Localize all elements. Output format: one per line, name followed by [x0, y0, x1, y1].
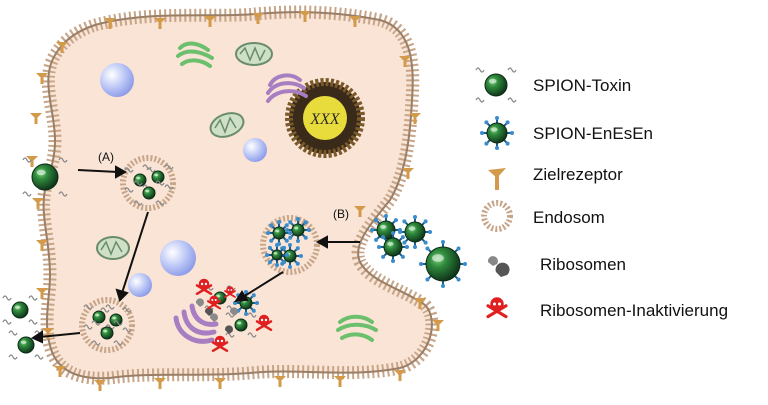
receptor [402, 168, 414, 179]
receptor [26, 156, 38, 167]
spion-toxin [22, 157, 68, 197]
ribosomes [195, 298, 238, 334]
legend-label-receptor: Zielrezeptor [533, 165, 623, 184]
step-b-label: (B) [333, 207, 349, 221]
spion-enesen [265, 243, 289, 267]
mitochondrion-2 [209, 112, 245, 138]
vesicle-4 [128, 273, 152, 297]
receptor [394, 370, 406, 381]
receptors [26, 11, 444, 391]
receptor [349, 16, 361, 27]
particles [2, 157, 467, 360]
receptor [252, 13, 264, 24]
golgi-top [266, 73, 308, 103]
receptor [409, 113, 421, 124]
spion-toxin [2, 295, 38, 325]
receptor [94, 380, 106, 391]
spion-toxin [83, 304, 115, 330]
legend-label-inactivation: Ribosomen-Inaktivierung [540, 301, 729, 320]
skull [486, 297, 508, 319]
ribosome [209, 313, 218, 322]
receptor [354, 206, 366, 217]
receptor [42, 328, 54, 339]
spion-enesen [370, 214, 402, 246]
spion-enesen [266, 220, 292, 246]
spion-toxin [225, 312, 257, 338]
er-bottom [336, 314, 378, 342]
receptor [399, 56, 411, 67]
legend-label-ribosome: Ribosomen [540, 255, 626, 274]
receptor [30, 113, 42, 124]
spion-toxin [100, 307, 132, 333]
spion-enesen [377, 231, 409, 263]
ribosome [229, 307, 238, 316]
receptor [36, 240, 48, 251]
skull-icon [486, 297, 508, 319]
spion-enesen [480, 116, 514, 150]
arrow-a-entry [77, 169, 119, 173]
arrow-b-down [242, 271, 284, 298]
legend-icons [475, 67, 517, 319]
legend-label-spion-toxin: SPION-Toxin [533, 76, 632, 95]
step-a-label: (A) [98, 150, 114, 164]
receptor [154, 378, 166, 389]
receptor [274, 376, 286, 387]
receptor [36, 73, 48, 84]
vesicle-3 [160, 240, 196, 276]
receptor [36, 288, 48, 299]
skull [255, 314, 273, 332]
endosome-icon [481, 200, 513, 232]
receptor [204, 16, 216, 27]
mitochondrion-3 [96, 236, 130, 260]
ribosome [204, 307, 213, 316]
spion-enesen [398, 215, 432, 249]
receptor [154, 18, 166, 29]
skulls [195, 278, 273, 353]
spion-toxin [91, 320, 123, 346]
receptor [104, 18, 116, 29]
receptor [432, 320, 444, 331]
mitochondrion-1 [235, 42, 273, 66]
endosome-a [120, 155, 176, 211]
legend-label-spion-enesen: SPION-EnEsEn [533, 124, 653, 143]
arrows [30, 165, 360, 344]
ribosome [195, 298, 204, 307]
er-top [176, 41, 214, 68]
receptor [414, 298, 426, 309]
skull [224, 286, 236, 298]
spion-enesen [419, 240, 467, 288]
legend-label-endosome: Endosom [533, 208, 605, 227]
spion-enesen [285, 217, 311, 243]
arrow-exit [39, 332, 81, 338]
receptor [56, 42, 68, 53]
vesicle-2 [243, 138, 267, 162]
receptor [334, 376, 346, 387]
spion-enesen-icon [480, 116, 514, 150]
receptor-icon [488, 168, 506, 190]
skull [195, 278, 213, 296]
spion-toxin [475, 67, 517, 103]
receptor [32, 198, 44, 209]
nucleus: XXX [285, 78, 365, 158]
spion-toxin [133, 180, 165, 206]
skull [206, 295, 222, 310]
vesicle-1 [100, 63, 134, 97]
ribosome-icon [487, 256, 510, 277]
receptor [299, 11, 311, 22]
arrow-a-down [121, 211, 149, 294]
nucleus-mark: XXX [309, 111, 341, 128]
skull [211, 335, 229, 353]
spion-toxin-icon [475, 67, 517, 103]
receptor [214, 378, 226, 389]
ribosome [224, 325, 233, 334]
receptor [54, 366, 66, 377]
golgi-bottom [173, 303, 219, 344]
